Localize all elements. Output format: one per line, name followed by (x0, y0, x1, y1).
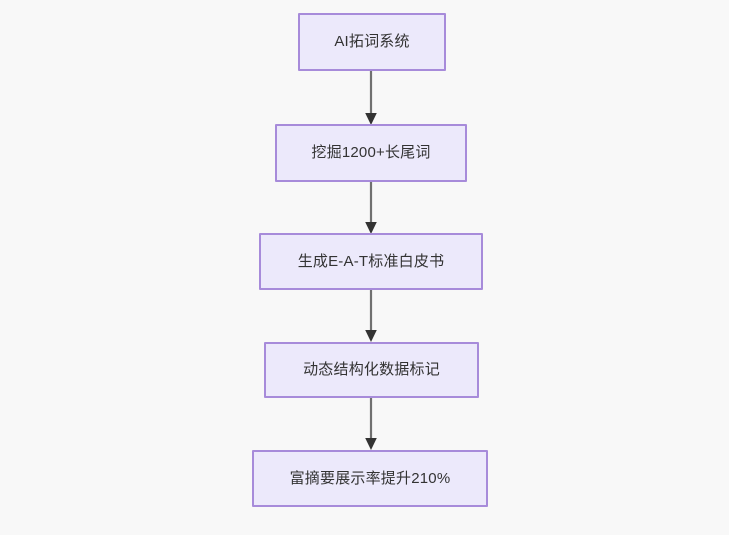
flow-node-n5[interactable]: 富摘要展示率提升210% (252, 450, 488, 507)
flow-node-n3[interactable]: 生成E-A-T标准白皮书 (259, 233, 483, 290)
flow-node-n4[interactable]: 动态结构化数据标记 (264, 342, 479, 398)
flow-node-n2[interactable]: 挖掘1200+长尾词 (275, 124, 467, 182)
flow-edge-n1-n2 (358, 71, 384, 125)
flow-node-n1-label: AI拓词系统 (334, 33, 410, 50)
flow-node-n1[interactable]: AI拓词系统 (298, 13, 446, 71)
flow-edge-n2-n3 (358, 182, 384, 234)
flow-edge-n3-n4 (358, 290, 384, 342)
flow-node-n5-label: 富摘要展示率提升210% (289, 469, 451, 487)
flow-edge-n4-n5 (358, 398, 384, 450)
flow-node-n4-label: 动态结构化数据标记 (303, 361, 440, 378)
flow-node-n3-label: 生成E-A-T标准白皮书 (297, 252, 445, 270)
flow-node-n2-label: 挖掘1200+长尾词 (311, 144, 431, 161)
